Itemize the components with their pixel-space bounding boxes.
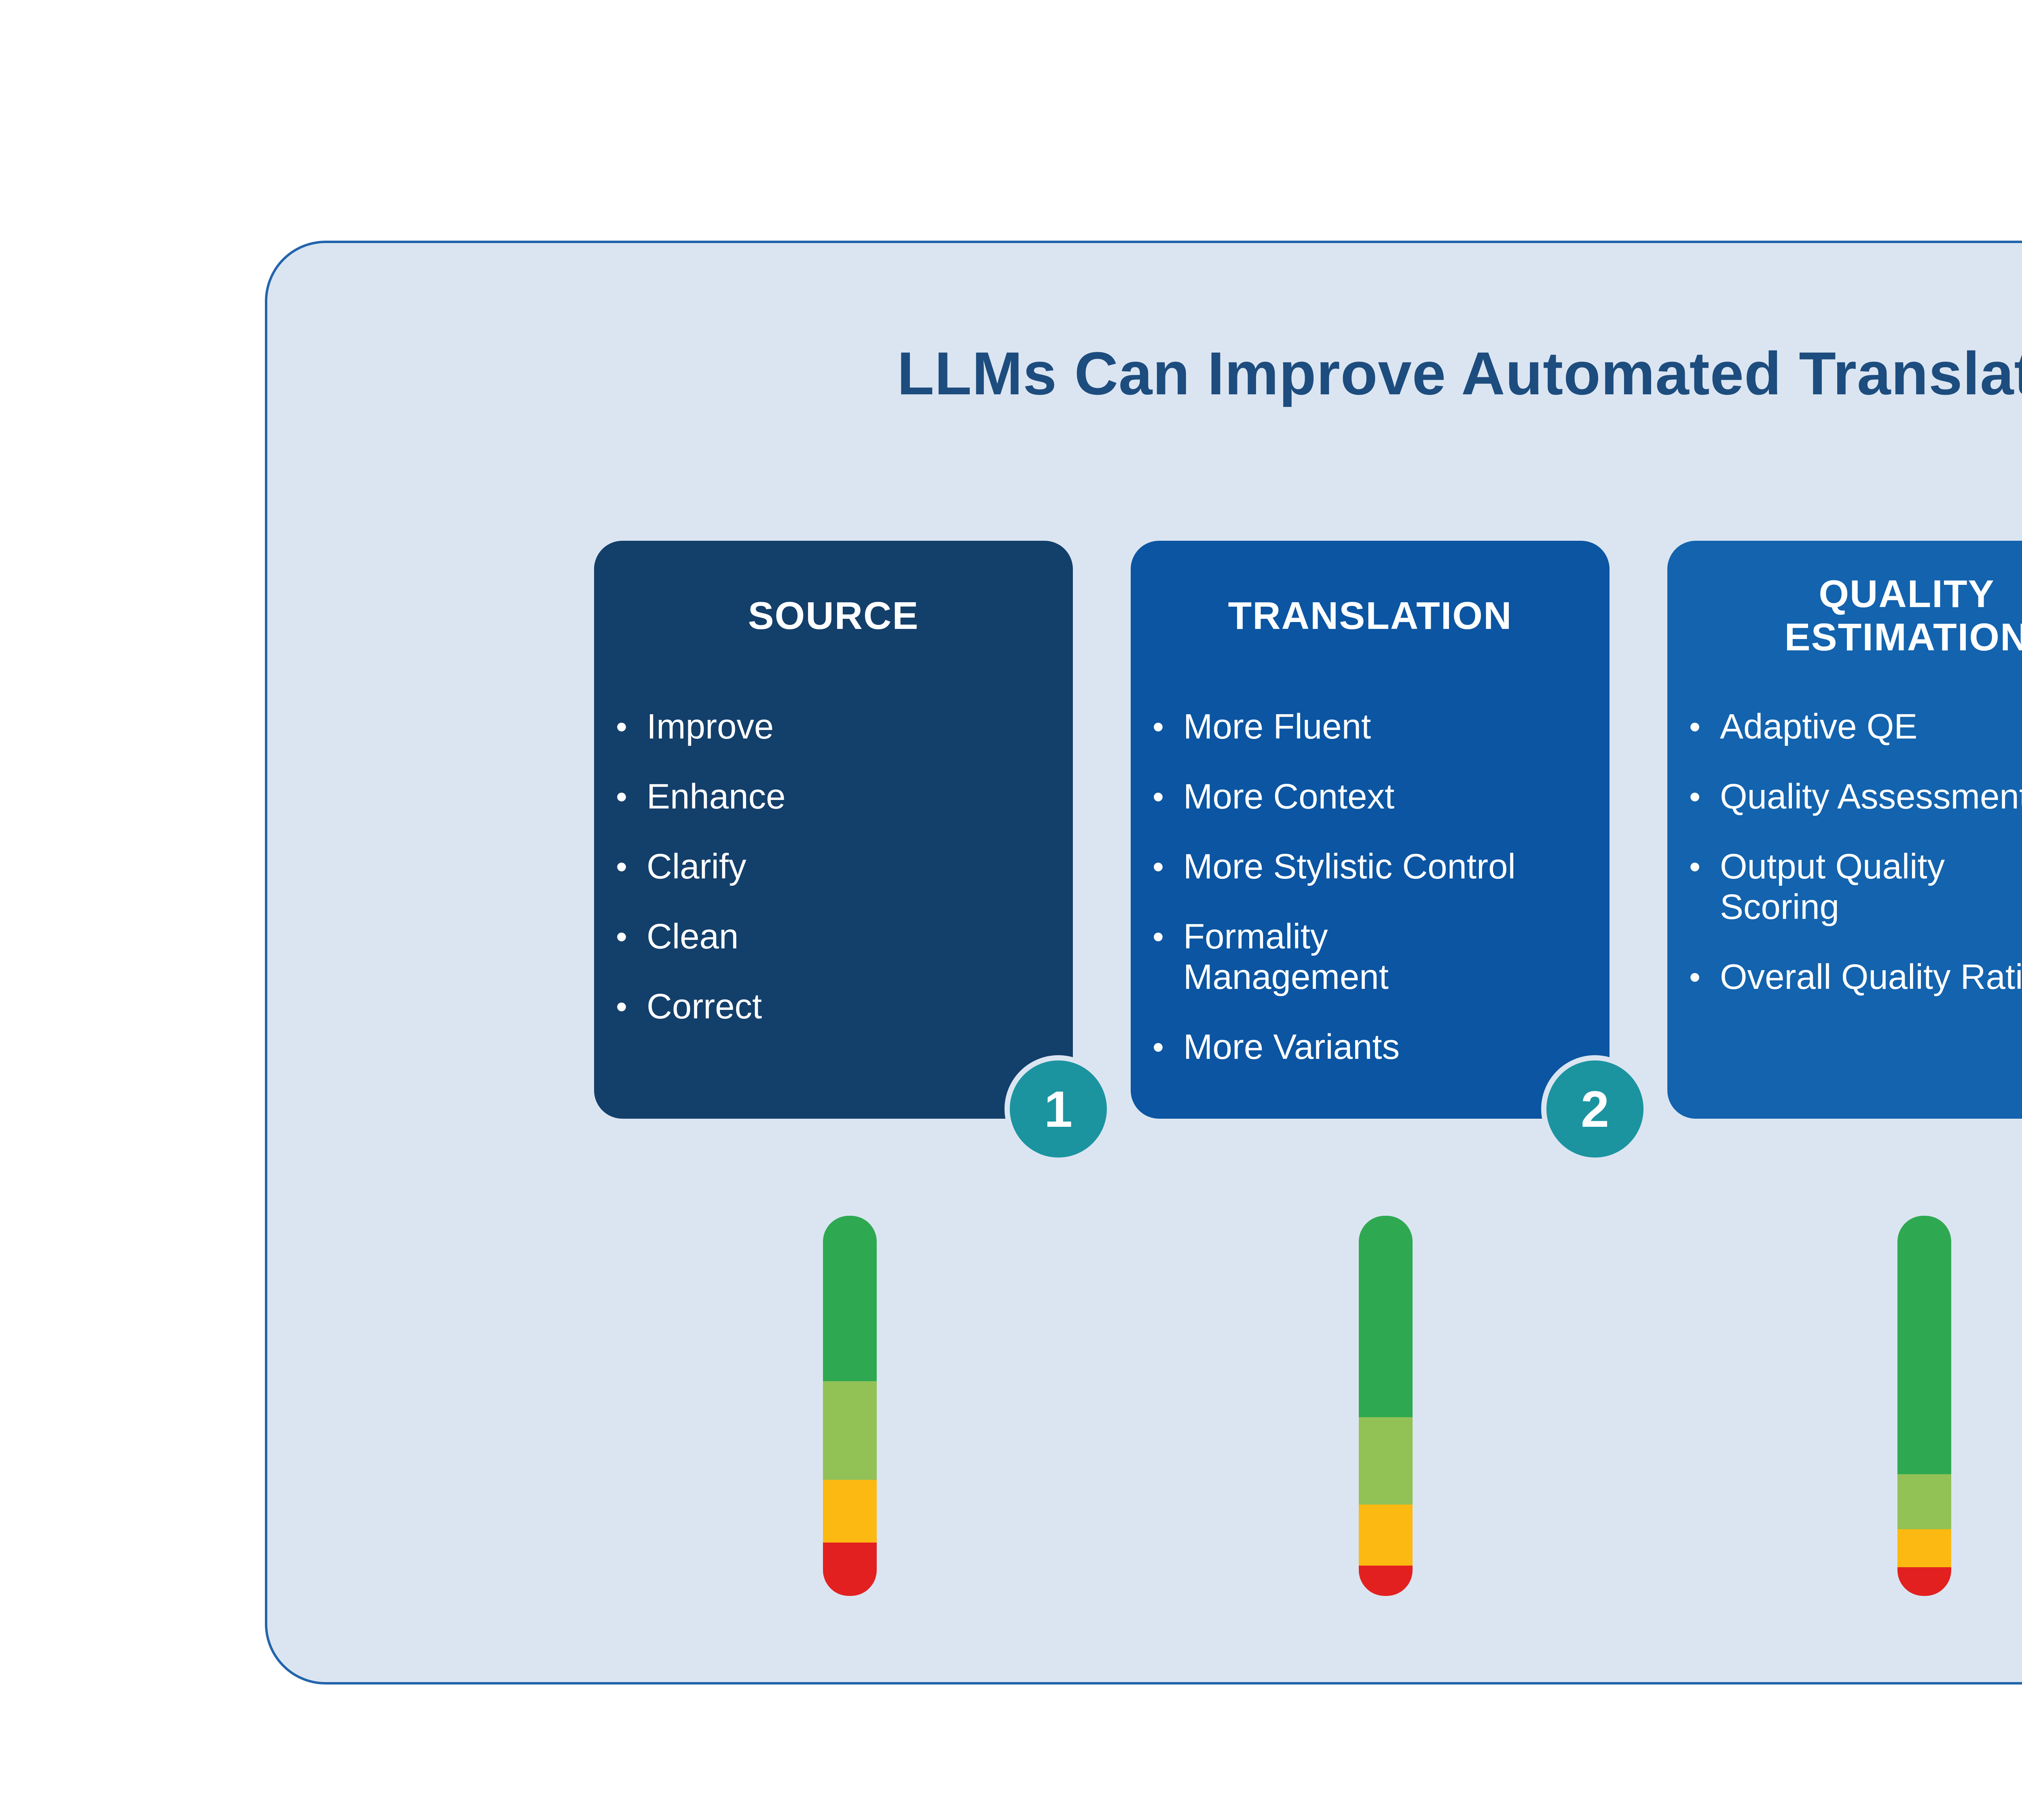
quality-bar [1897,1216,1951,1596]
bullet-dot-icon: • [616,849,628,885]
bullet-dot-icon: • [1153,1029,1164,1065]
bullet-text: More Variants [1183,1027,1400,1067]
card-header: QUALITY ESTIMATION [1784,572,2022,659]
step-number: 1 [1044,1080,1073,1138]
card-header: SOURCE [748,594,919,637]
bullet-dot-icon: • [1153,779,1164,815]
bullet-dot-icon: • [616,709,628,745]
bullet-text: Adaptive QE [1720,707,1918,746]
bullet-item: • Output Quality Scoring [1689,847,2022,927]
bullet-text: Clean [647,917,739,956]
stage-card: TRANSLATION • More Fluent • More Context • Mo… [1131,541,1649,1163]
bullet-dot-icon: • [616,918,628,954]
quality-bar [1359,1216,1413,1596]
bullet-text: More Stylistic Control [1183,847,1516,886]
bar-segment-green-top-quality [1897,1216,1951,1475]
stage-card: QUALITY ESTIMATION • Adaptive QE • Quality … [1667,541,2022,1119]
bullet-item: • More Variants [1153,1027,1599,1067]
bullet-item: • More Context [1153,777,1599,817]
bullet-list: • More Fluent • More Context • More Stylistic… [1153,707,1599,1097]
bullet-text: Overall Quality Rating [1720,957,2022,997]
bullet-item: • Clarify [616,847,1062,887]
bullet-dot-icon: • [1689,779,1701,815]
bullet-item: • More Stylistic Control [1153,847,1599,887]
bullet-dot-icon: • [1153,918,1164,954]
bullet-item: • More Fluent [1153,707,1599,747]
bullet-item: • Formality Management [1153,916,1599,997]
card-header: TRANSLATION [1228,594,1512,637]
bar-segment-light-green-good [823,1381,877,1480]
bullet-list: • Improve • Enhance • Clarify • Clean • Correct [616,707,1062,1056]
step-badge: 1 [1005,1055,1112,1163]
stage-card: SOURCE • Improve • Enhance • Clarify • Clean • Co… [594,541,1112,1163]
bar-segment-light-green-good [1897,1474,1951,1530]
bullet-text: Formality Management [1183,917,1389,997]
bullet-text: More Context [1183,777,1395,816]
quality-bar [823,1216,877,1596]
bar-segment-yellow-fair [823,1480,877,1543]
bullet-dot-icon: • [1689,959,1701,995]
bullet-list: • Adaptive QE • Quality Assessment • Output Q… [1689,707,2022,1027]
bullet-item: • Adaptive QE [1689,707,2022,747]
bullet-dot-icon: • [1689,709,1701,745]
bar-segment-yellow-fair [1359,1505,1413,1566]
bullet-dot-icon: • [1153,709,1164,745]
bullet-text: More Fluent [1183,707,1371,746]
bullet-item: • Clean [616,916,1062,957]
bullet-text: Correct [647,987,762,1026]
bullet-dot-icon: • [616,988,628,1024]
bullet-text: Output Quality Scoring [1720,847,1945,927]
step-number: 2 [1580,1080,1610,1138]
bullet-text: Quality Assessment [1720,777,2022,816]
bullet-text: Clarify [647,847,747,886]
bar-segment-green-top-quality [1359,1216,1413,1418]
bullet-item: • Quality Assessment [1689,777,2022,817]
bullet-dot-icon: • [616,779,628,815]
bar-segment-light-green-good [1359,1417,1413,1505]
bullet-item: • Improve [616,707,1062,747]
bar-segment-green-top-quality [823,1216,877,1381]
bar-segment-red-needs-review [823,1543,877,1596]
bullet-item: • Correct [616,986,1062,1027]
bullet-text: Improve [647,707,774,746]
bullet-text: Enhance [647,777,786,816]
bullet-dot-icon: • [1689,849,1701,885]
page-title: LLMs Can Improve Automated Translation O… [897,339,2022,407]
bullet-item: • Overall Quality Rating [1689,957,2022,997]
bar-segment-yellow-fair [1897,1529,1951,1568]
bullet-item: • Enhance [616,777,1062,817]
step-badge: 2 [1541,1055,1649,1163]
bullet-dot-icon: • [1153,849,1164,885]
